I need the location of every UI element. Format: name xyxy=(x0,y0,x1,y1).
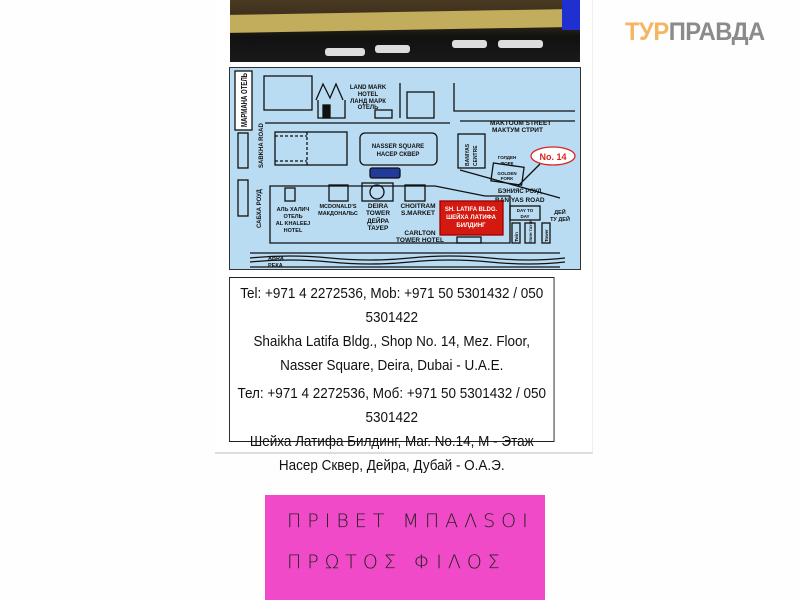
latifa: ШЕЙХА ЛАТИФА xyxy=(446,213,497,221)
phone-ru: Тел: +971 4 2272536, Моб: +971 50 530143… xyxy=(237,386,546,426)
deira: DEIRA xyxy=(368,203,389,210)
address-en-1: Shaikha Latifa Bldg., Shop No. 14, Mez. … xyxy=(253,334,531,350)
landmark-line: ОТЕЛЬ xyxy=(358,105,380,111)
latifa: БИЛДИНГ xyxy=(456,223,486,229)
al-khaleej: HOTEL xyxy=(284,228,303,234)
twin-ru: ТВИН ТАУЭР xyxy=(529,219,533,243)
note-line-1: ΠΡΙΒΕΤ ΜΠΑΛSOI xyxy=(287,510,534,532)
twin: Twin xyxy=(514,232,519,242)
building-photo xyxy=(230,0,580,62)
al-khaleej: ОТЕЛЬ xyxy=(283,214,302,220)
maktoum-en: MAKTOUM STREET xyxy=(490,120,551,127)
nasser-en: NASSER SQUARE xyxy=(372,144,424,150)
location-map: МАРМАНА ОТЕЛЬ LAND MARK HOTEL ЛАНД МАРК … xyxy=(229,67,581,270)
al-khaleej: АЛЬ ХАЛИЧ xyxy=(277,207,310,213)
landmark-line: ЛАНД МАРК xyxy=(350,99,386,105)
al-khaleej: AL KHALEEJ xyxy=(276,221,310,227)
landmark-line: LAND MARK xyxy=(350,85,387,91)
contact-info: Tel: +971 4 2272536, Mob: +971 50 530143… xyxy=(229,277,555,474)
day-to-day-ru: ДЕЙ xyxy=(554,208,566,216)
baniyas-road-ru: БЭНИЯС РОУД xyxy=(498,189,542,195)
carlton: CARLTON xyxy=(404,230,435,237)
sticky-note: ΠΡΙΒΕΤ ΜΠΑΛSOI ΠΡΩΤΟΣ ΦΙΛΟΣ xyxy=(265,495,545,600)
address-en-2: Nasser Square, Deira, Dubai - U.A.E. xyxy=(280,358,504,374)
baniyas-centre: BANIYAS xyxy=(465,143,471,166)
deira: ДЕЙРА xyxy=(367,216,389,225)
landmark-line: HOTEL xyxy=(358,92,379,98)
baniyas-centre: CENTRE xyxy=(473,145,479,166)
golden-fork: GOLDEN xyxy=(497,171,516,176)
note-line-2: ΠΡΩΤΟΣ ΦΙΛΟΣ xyxy=(287,551,506,573)
sabkha-road-ru: САБХА РОУД xyxy=(257,188,263,228)
abra: ABRA xyxy=(268,256,284,262)
tower: Tower xyxy=(544,229,549,242)
day-to-day: DAY TO xyxy=(517,208,534,213)
day-to-day-ru: ТУ ДЕЙ xyxy=(550,215,570,223)
phone-en: Tel: +971 4 2272536, Mob: +971 50 530143… xyxy=(240,286,544,326)
day-to-day: DAY xyxy=(520,214,529,219)
mcdonalds: MCDONALD'S xyxy=(319,204,356,210)
maktoum-ru: МАКТУМ СТРИТ xyxy=(492,127,543,134)
baniyas-road: BANIYAS ROAD xyxy=(495,197,545,204)
marmana-label: МАРМАНА ОТЕЛЬ xyxy=(240,73,249,127)
sabkha-road: SABKHA ROAD xyxy=(259,123,265,168)
watermark-logo: ТУРПРАВДА xyxy=(625,18,765,47)
abra: РЕКА xyxy=(268,263,283,269)
address-ru-1: Шейха Латифа Билдинг, Маг. No.14, M - Эт… xyxy=(249,434,534,450)
deira: ТАУЕР xyxy=(368,225,389,232)
no14-label: No. 14 xyxy=(539,152,566,162)
golden-fork-ru: ФОРК xyxy=(500,161,513,166)
logo-part2: ПРАВДА xyxy=(668,18,766,46)
deira: TOWER xyxy=(366,210,390,217)
address-ru-2: Насер Сквер, Дейра, Дубай - О.А.Э. xyxy=(278,458,505,474)
choitram: CHOITRAM xyxy=(400,203,435,210)
carlton: TOWER HOTEL xyxy=(396,237,444,244)
latifa: SH. LATIFA BLDG. xyxy=(445,207,498,213)
nasser-ru: НАСЕР СКВЕР xyxy=(377,152,420,158)
mcdonalds: МАКДОНАЛЬС xyxy=(318,211,358,217)
golden-fork-ru: ГОЛДЕН xyxy=(498,155,517,160)
golden-fork: FORK xyxy=(501,176,514,181)
choitram: S.MARKET xyxy=(401,210,435,217)
logo-part1: ТУР xyxy=(625,18,669,46)
